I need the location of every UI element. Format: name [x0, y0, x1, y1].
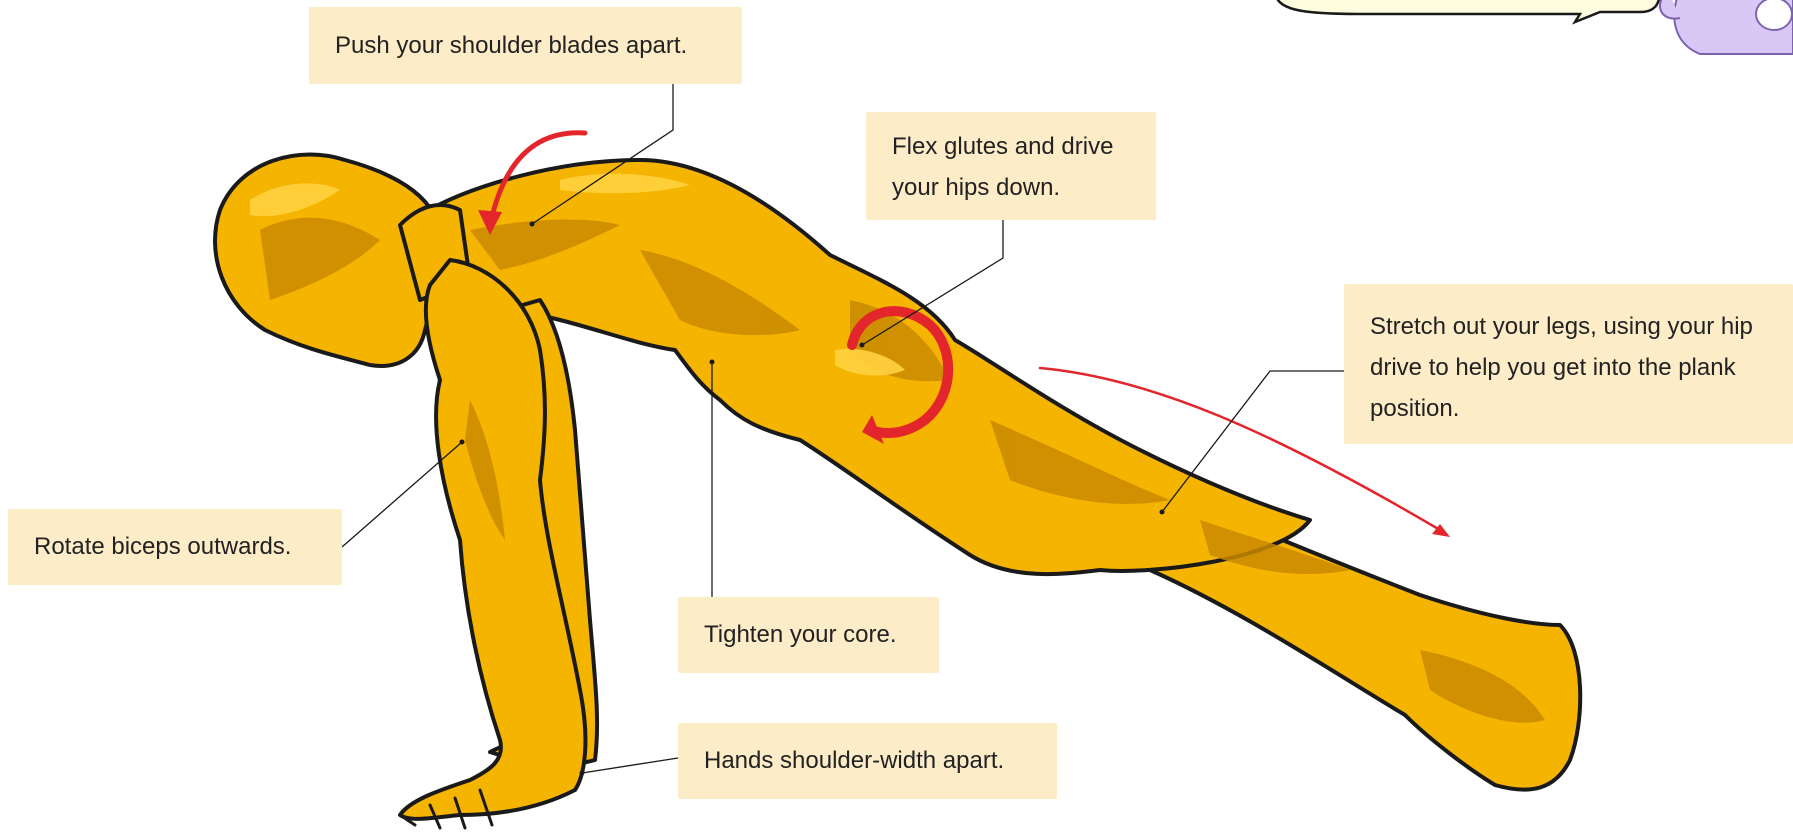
- callout-shoulders: Push your shoulder blades apart.: [309, 7, 742, 84]
- callout-biceps: Rotate biceps outwards.: [8, 509, 342, 585]
- leader-biceps: [342, 442, 462, 547]
- callout-hands: Hands shoulder-width apart.: [678, 723, 1057, 799]
- mascot-icon: [1660, 0, 1793, 54]
- speech-bubble: [1275, 0, 1660, 22]
- callout-legs: Stretch out your legs, using your hip dr…: [1344, 284, 1793, 444]
- callout-core: Tighten your core.: [678, 597, 939, 673]
- callout-glutes: Flex glutes and drive your hips down.: [866, 112, 1156, 220]
